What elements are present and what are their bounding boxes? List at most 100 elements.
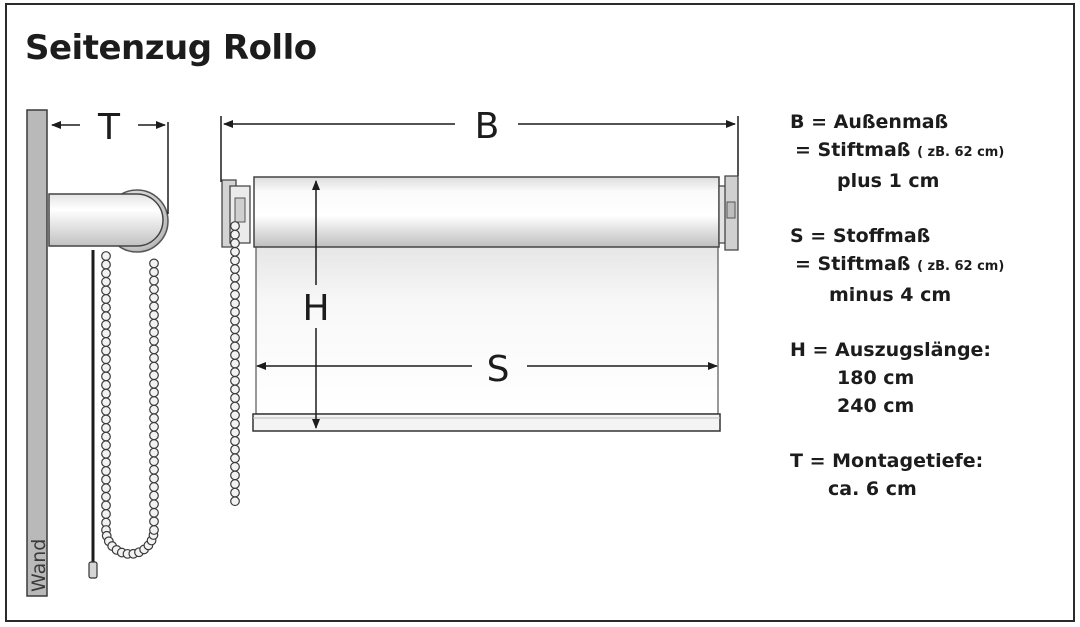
chain-bead [101, 431, 111, 442]
chain-bead [101, 483, 111, 494]
legend-s: S = Stoffmaß = Stiftmaß ( zB. 62 cm) min… [790, 222, 1004, 309]
chain-bead [101, 448, 111, 459]
chain-bead [230, 298, 240, 309]
chain-bead [230, 470, 240, 481]
chain-bead [230, 264, 240, 274]
chain-bead [149, 258, 159, 269]
chain-bead [149, 464, 159, 475]
chain-bead [230, 384, 240, 395]
legend-s-line2-text: = Stiftmaß [795, 253, 911, 275]
dimension-b-label: B [475, 106, 500, 147]
chain-bead [149, 396, 159, 406]
chain-bead [149, 447, 159, 458]
chain-bead [230, 221, 240, 231]
chain-bead [230, 410, 240, 421]
dimension-b: B [220, 106, 739, 182]
dimension-s: S [256, 349, 718, 390]
legend: B = Außenmaß = Stiftmaß ( zB. 62 cm) plu… [790, 108, 1004, 530]
chain-bead [230, 307, 240, 317]
chain-bead [149, 361, 159, 372]
chain-bead [101, 354, 111, 365]
chain-bead [149, 421, 159, 432]
chain-bead [101, 319, 111, 330]
chain-bead [149, 353, 159, 363]
diagram-frame [5, 3, 1075, 622]
chain-bead [101, 397, 111, 408]
chain-bead [101, 294, 111, 304]
chain-bead [230, 229, 240, 240]
legend-b-line2: = Stiftmaß ( zB. 62 cm) [790, 136, 1004, 167]
chain-bead [230, 246, 240, 257]
chain-bead [230, 367, 240, 378]
chain-bead [101, 380, 111, 390]
chain-bead [149, 344, 159, 355]
chain-bead [149, 378, 159, 389]
chain-bead [149, 525, 159, 535]
side-view-roller [48, 189, 169, 579]
legend-h-line2: 180 cm [837, 367, 915, 389]
chain-bead [149, 430, 159, 441]
chain-bead [149, 456, 159, 467]
chain-bead [101, 405, 111, 416]
chain-bead [149, 507, 159, 518]
chain-bead [230, 444, 240, 455]
chain-bead [101, 259, 111, 270]
chain-bead [149, 284, 159, 295]
chain-bead [149, 318, 159, 329]
chain-bead [230, 289, 240, 300]
chain-bead [149, 439, 159, 449]
chain-bead [230, 281, 240, 292]
chain-bead [230, 332, 240, 343]
legend-t: T = Montagetiefe: ca. 6 cm [790, 447, 1004, 503]
legend-h-line1: H = Auszugslänge: [790, 339, 992, 361]
chain-bead [230, 487, 240, 498]
front-view-roller [221, 175, 739, 507]
chain-bead [230, 453, 240, 464]
chain-bead [101, 268, 111, 279]
chain-bead [149, 275, 159, 286]
dimension-h: H [302, 180, 330, 429]
chain-bead [149, 335, 159, 346]
chain-bead [149, 482, 159, 492]
chain-bead [101, 362, 111, 373]
chain-bead [230, 315, 240, 326]
dimension-t: T [51, 107, 169, 214]
chain-bead [101, 423, 111, 433]
legend-b-line2-text: = Stiftmaß [795, 139, 911, 161]
chain-bead [230, 418, 240, 429]
chain-bead [101, 500, 111, 511]
chain-bead [230, 427, 240, 438]
legend-s-line2: = Stiftmaß ( zB. 62 cm) [790, 250, 1004, 281]
wall: Wand [26, 109, 50, 597]
chain-bead [149, 473, 159, 484]
chain-bead [101, 388, 111, 399]
chain-bead [149, 292, 159, 303]
chain-bead [149, 404, 159, 415]
chain-bead [230, 358, 240, 369]
chain-bead [101, 440, 111, 451]
chain-bead [101, 337, 111, 347]
legend-t-line1: T = Montagetiefe: [790, 450, 984, 472]
chain-bead [101, 285, 111, 296]
front-chain [230, 221, 240, 507]
chain-bead [101, 345, 111, 356]
legend-s-line1: S = Stoffmaß [790, 225, 931, 247]
side-chain-loop [101, 251, 159, 559]
chain-bead [230, 238, 240, 249]
chain-bead [149, 490, 159, 501]
chain-bead [149, 516, 159, 527]
legend-h-line3: 240 cm [837, 395, 915, 417]
chain-bead [149, 327, 159, 338]
chain-bead [149, 370, 159, 381]
chain-bead [149, 310, 159, 320]
chain-bead [101, 371, 111, 382]
legend-s-line3: minus 4 cm [829, 284, 952, 306]
dimension-t-label: T [97, 107, 121, 148]
legend-b-line2-note: ( zB. 62 cm) [917, 145, 1005, 160]
dimension-s-label: S [487, 349, 510, 390]
chain-bead [230, 401, 240, 412]
chain-bead [149, 267, 159, 277]
chain-bead [101, 276, 111, 287]
chain-bead [230, 341, 240, 352]
